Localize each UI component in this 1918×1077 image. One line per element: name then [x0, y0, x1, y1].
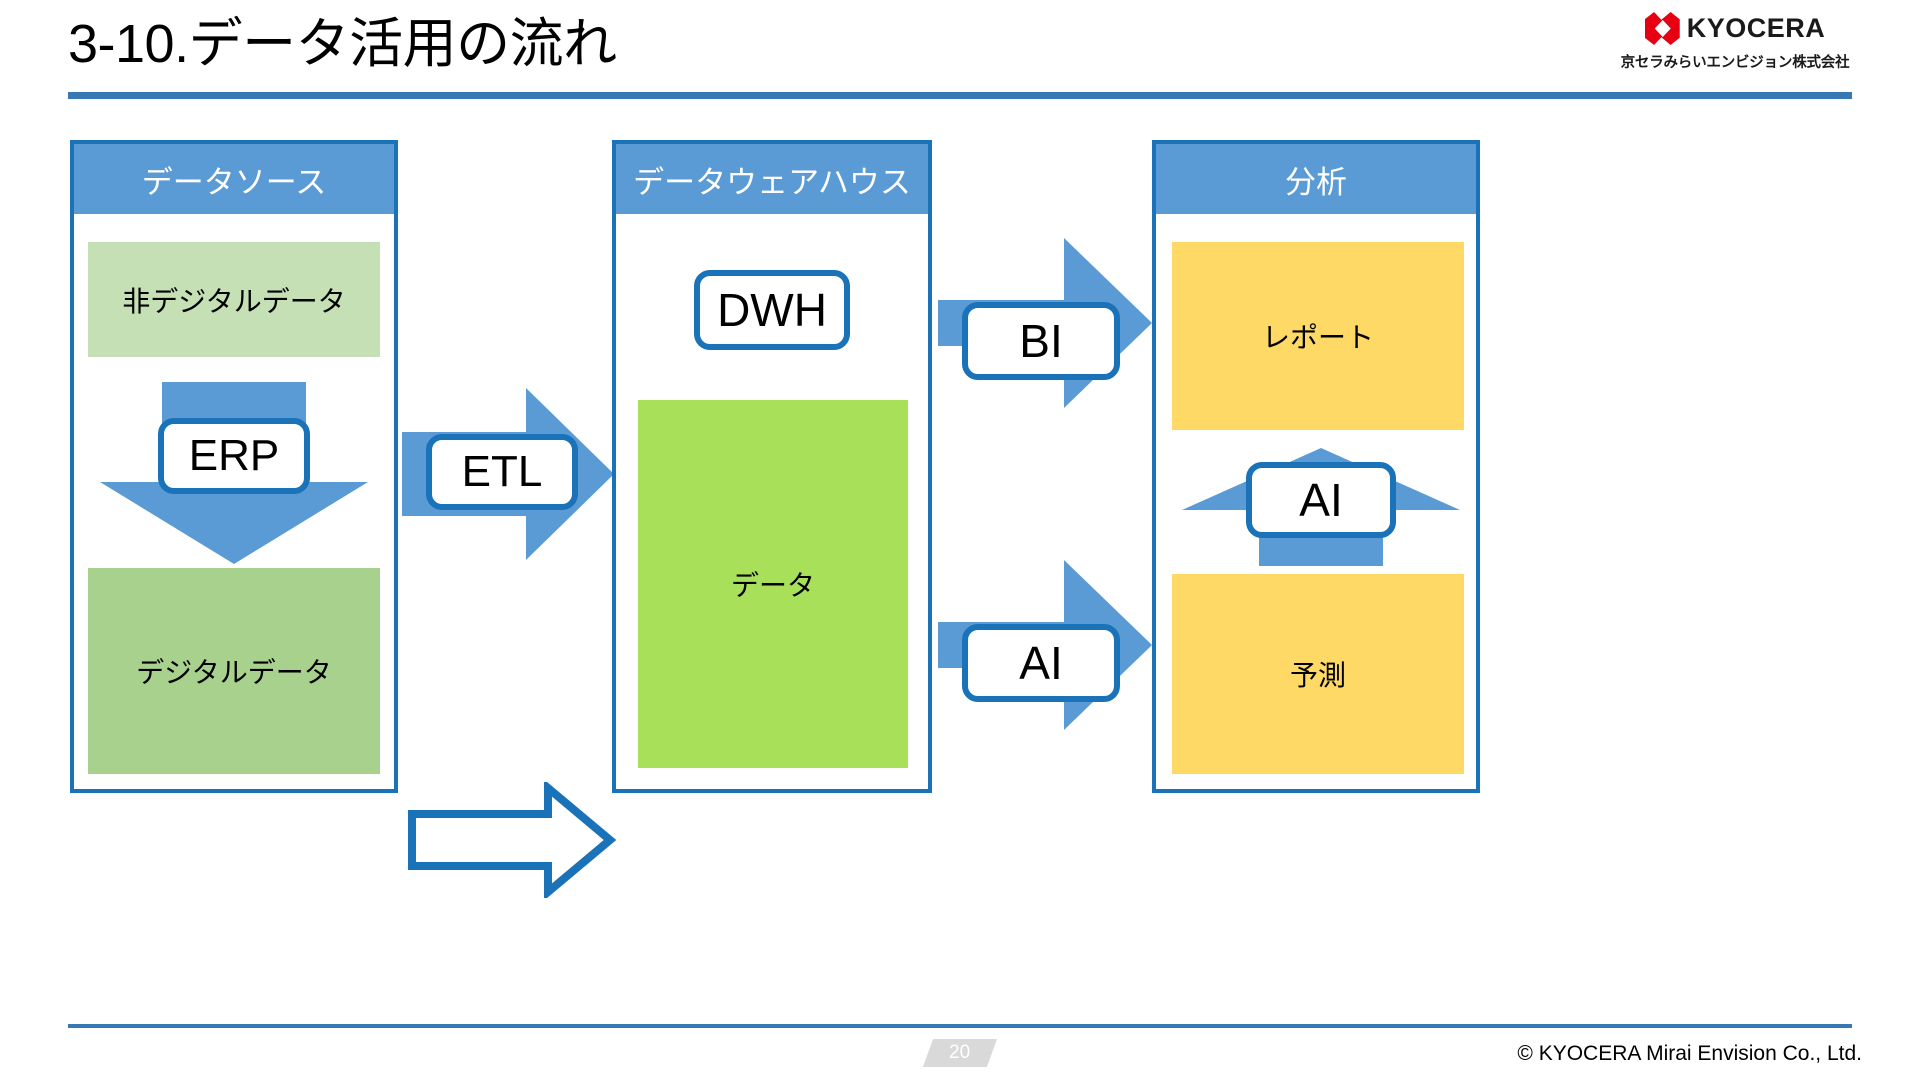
kyocera-diamond-icon — [1644, 12, 1680, 45]
kyocera-logo: KYOCERA 京セラみらいエンビジョン株式会社 — [1600, 12, 1870, 72]
chip-ai-center: AI — [1246, 462, 1396, 538]
page-title: 3-10.データ活用の流れ — [68, 14, 617, 74]
panel-header-analysis: 分析 — [1156, 144, 1476, 214]
panel-header-data-warehouse: データウェアハウス — [616, 144, 928, 214]
box-non-digital-data: 非デジタルデータ — [88, 242, 380, 357]
logo-wordmark: KYOCERA — [1686, 13, 1826, 43]
box-data: データ — [638, 400, 908, 768]
box-forecast: 予測 — [1172, 574, 1464, 774]
chip-bi: BI — [962, 302, 1120, 380]
logo-row: KYOCERA — [1600, 12, 1870, 45]
page-number-badge: 20 — [922, 1039, 998, 1067]
logo-company-name: 京セラみらいエンビジョン株式会社 — [1620, 55, 1850, 71]
page-number: 20 — [949, 1042, 971, 1063]
title-divider — [68, 92, 1852, 99]
chip-dwh: DWH — [694, 270, 850, 350]
footer-divider — [68, 1024, 1852, 1028]
chip-erp: ERP — [158, 418, 310, 494]
arrow-digital-to-dwh — [408, 782, 616, 898]
copyright-text: © KYOCERA Mirai Envision Co., Ltd. — [1517, 1042, 1862, 1065]
box-report: レポート — [1172, 242, 1464, 430]
chip-ai-predict: AI — [962, 624, 1120, 702]
chip-etl: ETL — [426, 434, 578, 510]
panel-header-data-source: データソース — [74, 144, 394, 214]
box-digital-data: デジタルデータ — [88, 568, 380, 774]
